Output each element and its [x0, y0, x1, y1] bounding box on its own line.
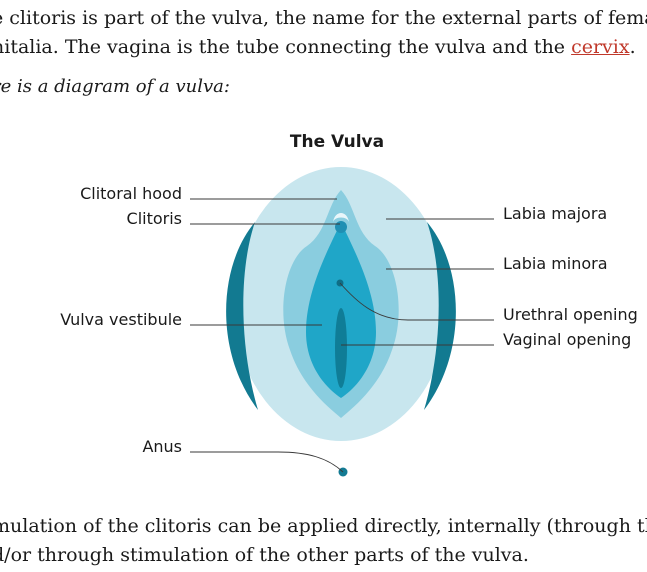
body-text-fragment: .: [629, 36, 636, 58]
cervix-link[interactable]: cervix: [571, 36, 630, 58]
label-vaginal-opening: Vaginal opening: [503, 330, 631, 349]
body-text-line: e clitoris is part of the vulva, the nam…: [0, 7, 647, 29]
labia-majora-left-edge: [226, 222, 258, 410]
clitoral-hood-shape: [333, 213, 349, 222]
label-anus: Anus: [142, 437, 182, 456]
label-vulva-vestibule: Vulva vestibule: [60, 310, 182, 329]
body-text-line: nitalia. The vagina is the tube connecti…: [0, 33, 636, 61]
clitoris-shape: [335, 221, 347, 233]
body-text-fragment: nitalia. The vagina is the tube connecti…: [0, 36, 572, 58]
label-labia-majora: Labia majora: [503, 204, 607, 223]
body-text-line: mulation of the clitoris can be applied …: [0, 515, 647, 537]
anus-leader: [190, 451, 344, 473]
label-clitoral-hood: Clitoral hood: [80, 184, 182, 203]
body-text-line: d/or through stimulation of the other pa…: [0, 544, 529, 566]
label-urethral-opening: Urethral opening: [503, 305, 638, 324]
label-labia-minora: Labia minora: [503, 254, 608, 273]
urethral-opening-leader: [339, 282, 494, 321]
label-clitoris: Clitoris: [127, 209, 182, 228]
diagram-intro: re is a diagram of a vulva:: [0, 76, 230, 97]
diagram-title: The Vulva: [290, 132, 384, 152]
vaginal-opening-shape: [335, 308, 347, 388]
